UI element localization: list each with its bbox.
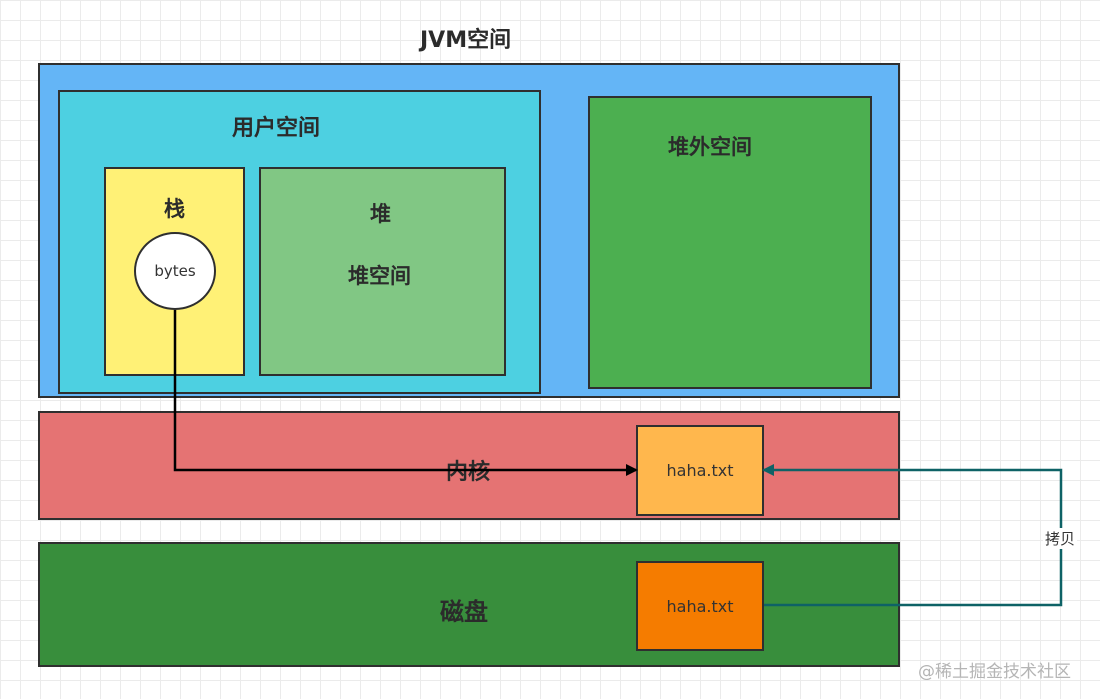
heap-box bbox=[259, 167, 506, 376]
disk-file-box: haha.txt bbox=[636, 561, 764, 651]
off-heap-label: 堆外空间 bbox=[668, 135, 752, 159]
user-space-label: 用户空间 bbox=[232, 116, 321, 141]
diagram-title: JVM空间 bbox=[420, 28, 512, 53]
bytes-node: bytes bbox=[134, 232, 216, 310]
heap-label: 堆 bbox=[370, 202, 391, 226]
copy-label: 拷贝 bbox=[1043, 528, 1078, 549]
off-heap-box bbox=[588, 96, 872, 389]
kernel-file-box: haha.txt bbox=[636, 425, 764, 516]
watermark: @稀土掘金技术社区 bbox=[918, 662, 1071, 682]
bytes-to-kernel-arrow bbox=[173, 310, 638, 476]
disk-file-label: haha.txt bbox=[666, 596, 734, 616]
heap-space-label: 堆空间 bbox=[348, 264, 411, 288]
kernel-label: 内核 bbox=[446, 460, 491, 485]
stack-label: 栈 bbox=[164, 197, 185, 221]
kernel-file-label: haha.txt bbox=[666, 461, 734, 480]
disk-label: 磁盘 bbox=[440, 598, 488, 626]
copy-arrow bbox=[762, 464, 1063, 607]
bytes-label: bytes bbox=[154, 262, 196, 280]
